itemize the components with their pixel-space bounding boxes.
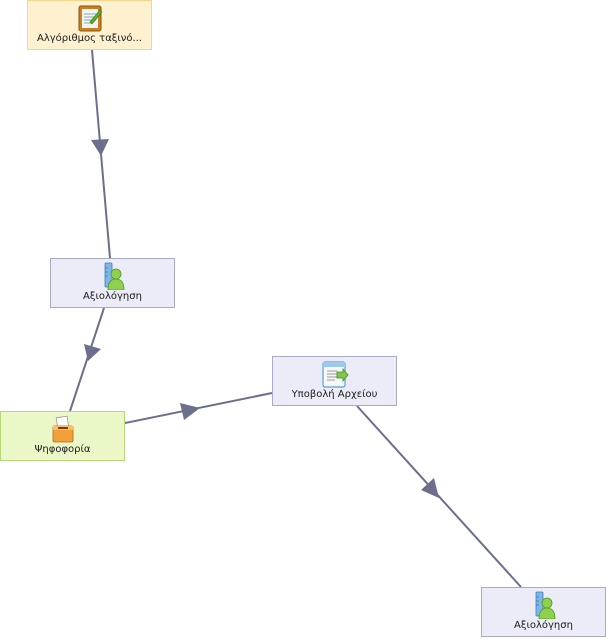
assessment-user-icon (104, 262, 124, 290)
ballot-box-icon (52, 415, 73, 443)
edge-start-to-eval1[interactable] (91, 49, 111, 259)
node-label: Αξιολόγηση (83, 291, 142, 302)
arrowhead (180, 403, 200, 420)
node-label: Υποβολή Αρχείου (291, 389, 378, 400)
assessment-user-icon (535, 591, 555, 619)
arrowhead (91, 139, 109, 156)
node-evaluation-2[interactable]: Αξιολόγηση (481, 587, 606, 637)
node-label: Ψηφοφορία (34, 444, 91, 455)
node-evaluation-1[interactable]: Αξιολόγηση (50, 258, 175, 308)
arrowhead (421, 478, 439, 498)
node-file-submission[interactable]: Υποβολή Αρχείου (272, 356, 397, 406)
node-voting[interactable]: Ψηφοφορία (0, 411, 125, 461)
edge-vote-to-submit[interactable] (124, 392, 273, 424)
node-label: Αλγόριθμος ταξινό... (37, 33, 142, 44)
node-start[interactable]: Αλγόριθμος ταξινό... (27, 0, 152, 50)
file-submit-icon (321, 361, 349, 388)
arrowhead (84, 344, 101, 361)
node-label: Αξιολόγηση (514, 620, 573, 631)
notepad-icon (78, 5, 102, 32)
edge-eval1-to-vote[interactable] (69, 307, 105, 412)
edge-submit-to-eval2[interactable] (356, 405, 522, 588)
